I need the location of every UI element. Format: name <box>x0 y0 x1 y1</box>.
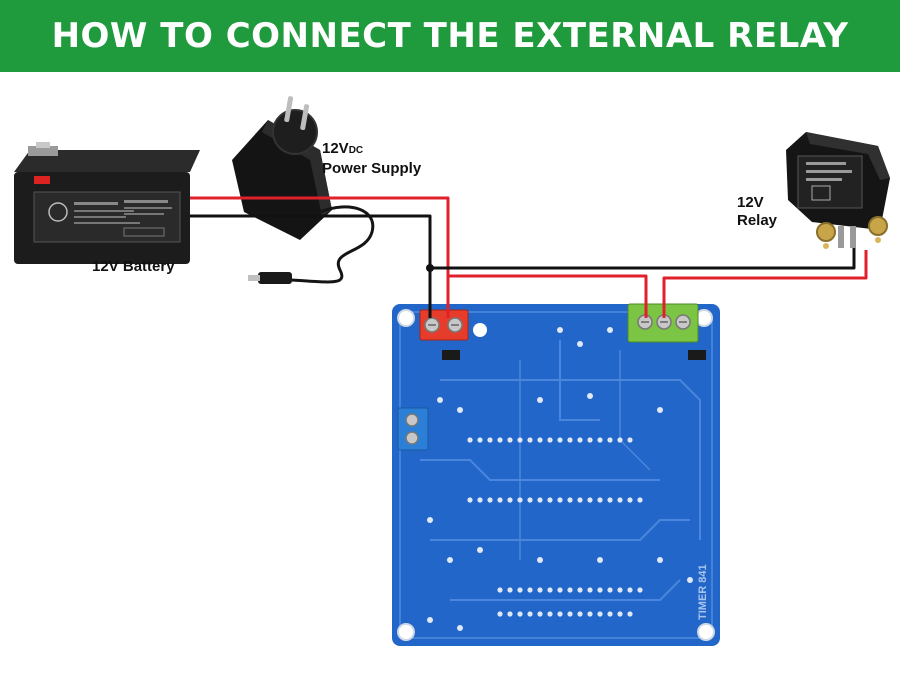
sensor-terminal[interactable] <box>397 407 429 451</box>
power-supply-label: 12VDC Power Supply <box>322 140 421 178</box>
power-input-terminal[interactable] <box>419 309 469 341</box>
pcb-board-name: TIMER 841 <box>697 564 709 620</box>
page-title: HOW TO CONNECT THE EXTERNAL RELAY <box>51 16 849 56</box>
battery-label: 12V Battery <box>92 258 175 275</box>
relay-label-line1: 12V <box>737 194 764 211</box>
power-adapter-icon <box>232 96 375 284</box>
black-wire <box>190 214 856 318</box>
red-wire <box>190 196 868 318</box>
power-supply-unit: DC <box>348 145 364 156</box>
relay-icon <box>786 132 890 249</box>
pin-header <box>442 350 706 360</box>
title-banner: HOW TO CONNECT THE EXTERNAL RELAY <box>0 0 900 72</box>
relay-label-line2: Relay <box>737 212 778 229</box>
pcb-board: TIMER 841 <box>392 304 720 646</box>
battery-icon <box>14 142 200 264</box>
power-supply-volts: 12V <box>322 140 349 157</box>
power-supply-text: Power Supply <box>322 160 422 177</box>
relay-label: 12V Relay <box>737 194 777 230</box>
wire-junction-dot <box>426 264 434 272</box>
